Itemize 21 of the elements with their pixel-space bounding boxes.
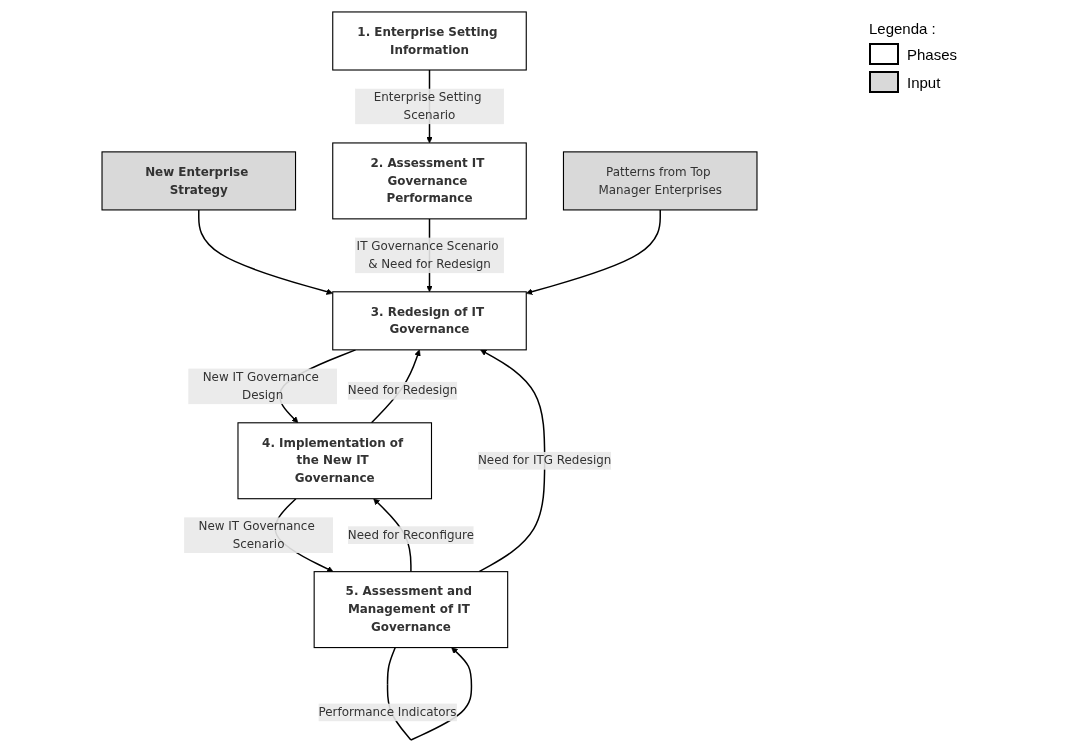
- arrow: [478, 349, 546, 572]
- node-box: New Enterprise Strategy: [101, 150, 297, 210]
- edge-label: Performance Indicators: [318, 704, 457, 719]
- node-box: 2. Assessment IT Governance Performance: [332, 141, 527, 219]
- node-box: 3. Redesign of IT Governance: [332, 290, 527, 350]
- node-box: Patterns from Top Manager Enterprises: [562, 150, 758, 210]
- node-box: 4. Implementation of the New IT Governance: [237, 421, 433, 499]
- edge-label: New IT Governance Design: [202, 369, 319, 402]
- edge-label: Enterprise Setting Scenario: [373, 89, 482, 122]
- legend-text: Input: [907, 73, 941, 91]
- legend-title: Legenda :: [869, 20, 937, 37]
- legend-text: Phases: [907, 45, 958, 63]
- edge-label: New IT Governance Scenario: [198, 518, 315, 551]
- edge-label: Need for Reconfigure: [347, 527, 474, 542]
- edge-label: IT Governance Scenario & Need for Redesign: [356, 238, 499, 271]
- node-box: 5. Assessment and Management of IT Governance: [313, 570, 509, 648]
- arrow: [198, 208, 334, 295]
- edge-label: Need for Redesign: [347, 382, 458, 397]
- edge-label: Need for ITG Redesign: [477, 452, 612, 467]
- arrow: [525, 208, 661, 295]
- node-box: 1. Enterprise Setting Information: [332, 10, 527, 71]
